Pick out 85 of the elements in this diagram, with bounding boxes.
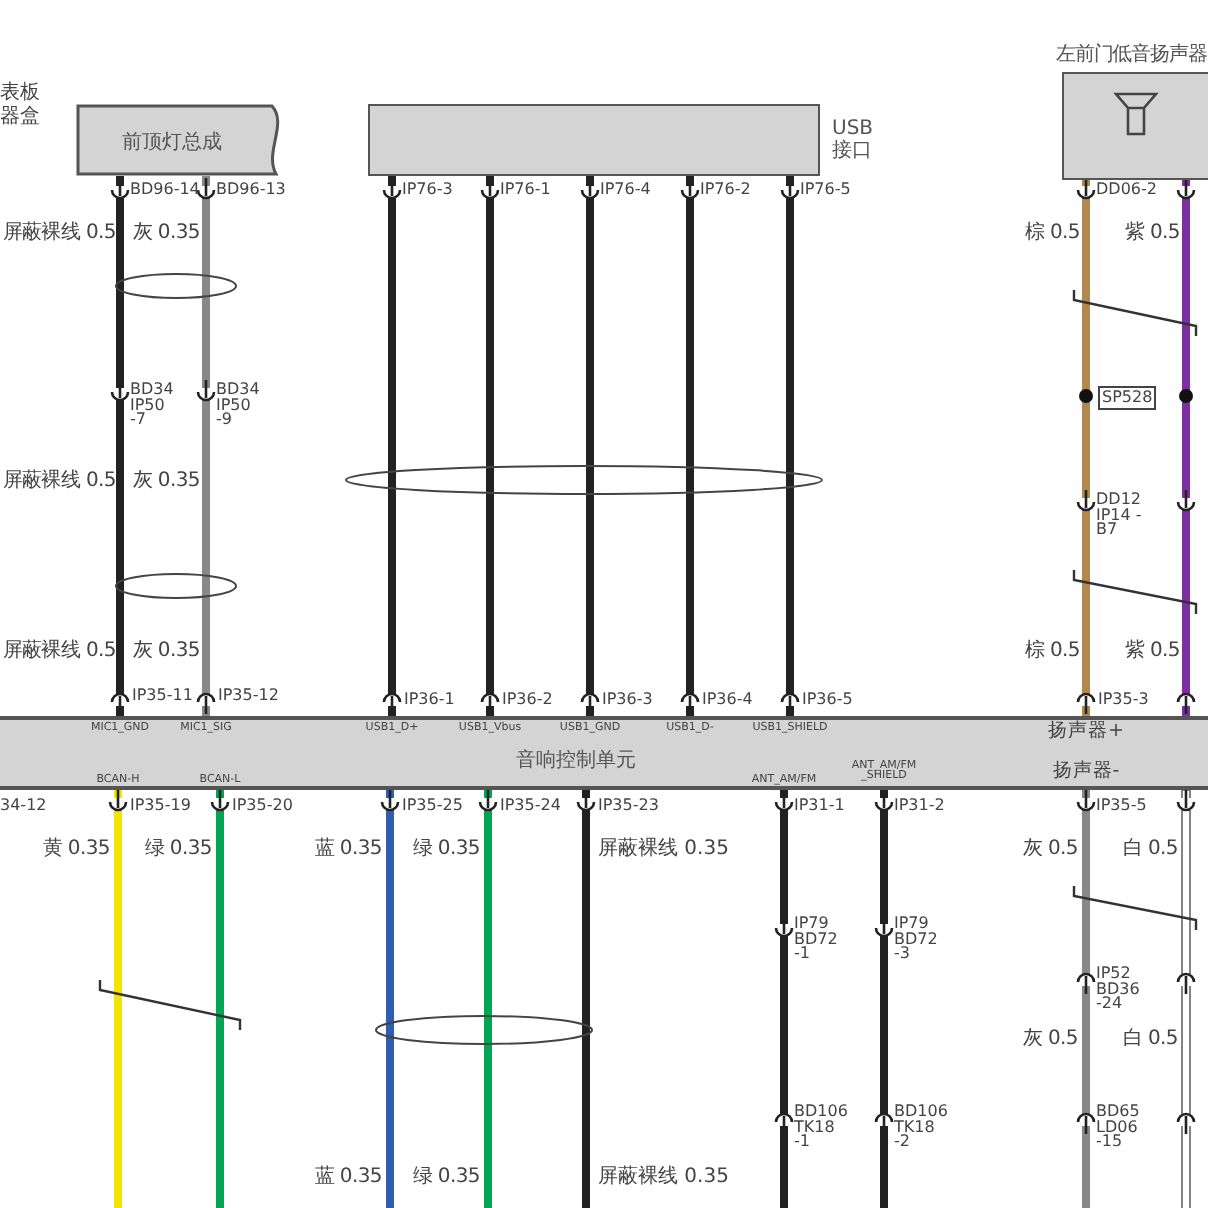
wire-spec: 表板 (0, 84, 40, 104)
wire-spec: 棕 0.5 (1024, 224, 1080, 244)
pin-label: IP35-24 (500, 798, 561, 814)
wire (1082, 790, 1090, 1208)
splice-tag: SP528 (1098, 386, 1157, 410)
pin-label: DD12 IP14 -B7 (1096, 492, 1144, 538)
wire-spec: 灰 0.35 (132, 642, 200, 662)
pin-label: IP35-5 (1096, 798, 1147, 814)
pin-label: BD96-13 (216, 182, 286, 198)
pin-label: IP35-20 (232, 798, 293, 814)
pin-label: BD34 IP50 -7 (130, 382, 176, 428)
wire (1182, 180, 1190, 716)
pin-label: IP31-1 (794, 798, 845, 814)
wire-spec: 棕 0.5 (1024, 642, 1080, 662)
wire (880, 790, 888, 1208)
pin-label: IP79 BD72 -3 (894, 916, 940, 962)
wire (582, 790, 590, 1208)
wire-spec: 蓝 0.35 (314, 1168, 382, 1188)
wire-spec: 器盒 (0, 108, 40, 128)
wire (786, 176, 794, 716)
pin-label: IP36-1 (404, 692, 455, 708)
wire-spec: 灰 0.5 (1022, 840, 1078, 860)
pin-label: IP76-5 (800, 182, 851, 198)
unit-name: 音响控制单元 (516, 747, 636, 774)
wire-spec: 绿 0.35 (412, 840, 480, 860)
pin-label: 34-12 (0, 798, 47, 814)
pin-label: BD34 IP50 -9 (216, 382, 262, 428)
wire (114, 790, 122, 1208)
pin-label: IP35-3 (1098, 692, 1149, 708)
pin-label: IP36-5 (802, 692, 853, 708)
pin-label: IP35-19 (130, 798, 191, 814)
pin-label: IP76-2 (700, 182, 751, 198)
wire-spec: 屏蔽裸线 0.5 (2, 472, 116, 492)
pin-label: IP76-3 (402, 182, 453, 198)
wire-spec: 扬声器- (1052, 762, 1120, 781)
wire-spec: 蓝 0.35 (314, 840, 382, 860)
wire-spec: 屏蔽裸线 0.5 (2, 224, 116, 244)
wire (1082, 180, 1090, 716)
wire (780, 790, 788, 1208)
wire-spec: 白 0.5 (1122, 1030, 1178, 1050)
wire-spec: 紫 0.5 (1124, 642, 1180, 662)
wire-spec: 屏蔽裸线 0.35 (598, 840, 729, 860)
pin-label: IP31-2 (894, 798, 945, 814)
wire-spec: 灰 0.35 (132, 224, 200, 244)
pin-label: IP79 BD72 -1 (794, 916, 840, 962)
control-unit-band (0, 716, 1208, 790)
pin-label: IP35-23 (598, 798, 659, 814)
pin-label: DD06-2 (1096, 182, 1157, 198)
wire (116, 176, 124, 716)
wire-spec: 绿 0.35 (144, 840, 212, 860)
pin-label: BD106 TK18 -2 (894, 1104, 950, 1150)
wire-spec: 扬声器+ (1048, 722, 1124, 741)
wire (484, 790, 492, 1208)
wire (1181, 789, 1191, 1208)
wire (386, 790, 394, 1208)
pin-label: BD106 TK18 -1 (794, 1104, 850, 1150)
pin-label: IP76-4 (600, 182, 651, 198)
wire (586, 176, 594, 716)
wire (216, 790, 224, 1208)
wire-spec: 绿 0.35 (412, 1168, 480, 1188)
pin-label: IP36-3 (602, 692, 653, 708)
wire-spec: 屏蔽裸线 0.35 (598, 1168, 729, 1188)
component-box (76, 104, 284, 176)
wire (686, 176, 694, 716)
wire-spec: 灰 0.35 (132, 472, 200, 492)
pin-label: IP35-25 (402, 798, 463, 814)
pin-label: IP36-4 (702, 692, 753, 708)
pin-label: IP76-1 (500, 182, 551, 198)
component-name: 前顶灯总成 (120, 129, 224, 156)
pin-label: IP35-12 (218, 688, 279, 704)
pin-label: IP35-11 (132, 688, 193, 704)
pin-label: BD65 LD06 -15 (1096, 1104, 1142, 1150)
wire-spec: 灰 0.5 (1022, 1030, 1078, 1050)
pin-label: IP36-2 (502, 692, 553, 708)
pin-label: IP52 BD36 -24 (1096, 966, 1142, 1012)
wire-spec: 白 0.5 (1122, 840, 1178, 860)
wire (202, 176, 210, 716)
wire-spec: 屏蔽裸线 0.5 (2, 642, 116, 662)
wire-spec: 紫 0.5 (1124, 224, 1180, 244)
wire-spec: 黄 0.35 (42, 840, 110, 860)
wire (388, 176, 396, 716)
pin-label: BD96-14 (130, 182, 200, 198)
component-name: USB 接口 (832, 118, 876, 162)
wire (486, 176, 494, 716)
component-title: 左前门低音扬声器 (1056, 41, 1207, 68)
